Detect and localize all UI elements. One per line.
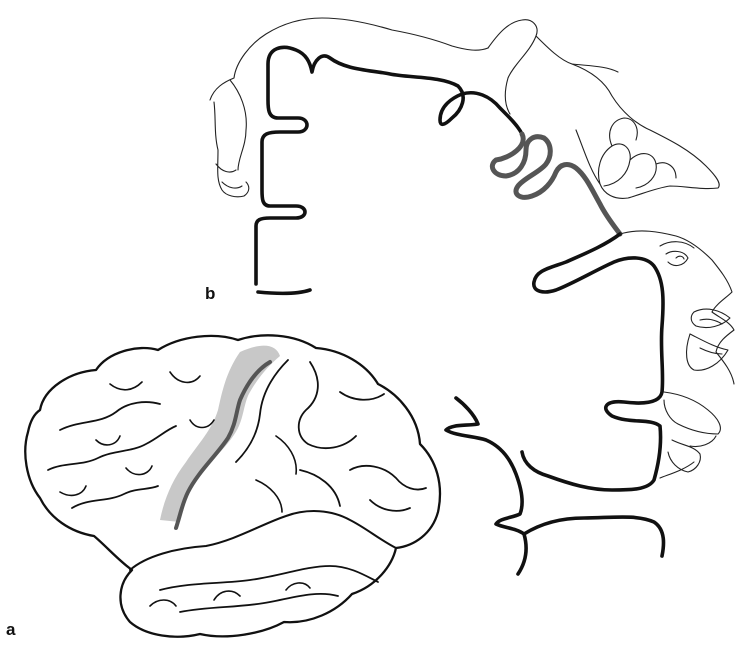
cortex-branch <box>446 398 664 574</box>
frontal-sulcus-4 <box>96 372 200 445</box>
homunculus-tongue <box>660 392 720 478</box>
parietal-sulcus-2 <box>340 392 426 490</box>
homunculus-face <box>620 231 734 384</box>
brain-lateral-view <box>25 335 440 636</box>
panel-label-b: b <box>205 284 215 304</box>
cortex-contour-lower <box>522 234 663 490</box>
homunculus-leg-foot <box>210 18 488 197</box>
hand-area-highlight <box>492 134 620 234</box>
frontal-sulcus <box>60 402 160 430</box>
panel-label-a: a <box>6 620 15 640</box>
parietal-sulcus-3 <box>256 436 296 512</box>
motor-cortex-highlight <box>160 346 280 522</box>
frontal-sulcus-2 <box>48 426 176 470</box>
temporal-gyrus-line <box>160 566 378 590</box>
parietal-sulcus <box>299 362 356 448</box>
cortex-contour <box>256 47 522 293</box>
temporal-gyrus-line-2 <box>180 594 338 612</box>
cortex-section <box>210 18 734 574</box>
central-sulcus <box>176 362 270 528</box>
homunculus-hand <box>572 64 719 198</box>
homunculus-arm <box>488 20 618 114</box>
